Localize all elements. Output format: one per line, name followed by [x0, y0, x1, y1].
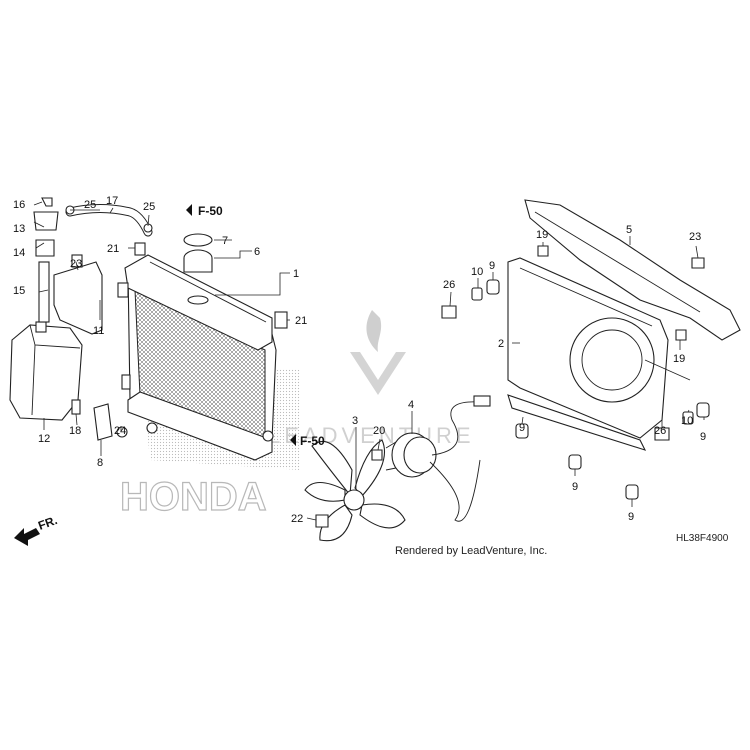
callout-25: 25 [84, 199, 96, 211]
tank-cap [33, 197, 59, 257]
callout-6: 6 [254, 246, 260, 258]
callout-21: 21 [295, 315, 307, 327]
leadventure-watermark: LEADVENTURE [268, 310, 475, 448]
small-hardware [71, 242, 288, 441]
callout-10: 10 [681, 415, 693, 427]
callout-16: 16 [13, 199, 25, 211]
callout-9: 9 [489, 260, 495, 272]
reserve-tank [9, 321, 83, 421]
leader-lines [33, 201, 705, 521]
callout-9: 9 [628, 511, 634, 523]
reference-f50-top: F-50 [198, 204, 223, 218]
callout-9: 9 [700, 431, 706, 443]
callout-3: 3 [352, 415, 358, 427]
reference-f50-bottom: F-50 [300, 434, 325, 448]
callout-7: 7 [222, 235, 228, 247]
callout-9: 9 [519, 422, 525, 434]
grommets [486, 279, 710, 500]
callout-19: 19 [673, 353, 685, 365]
callout-23: 23 [689, 231, 701, 243]
fan-shroud [507, 257, 669, 451]
callout-23: 23 [70, 258, 82, 270]
shroud-cover [524, 199, 741, 341]
upper-hose [65, 204, 153, 237]
tank-bracket [53, 261, 103, 335]
callout-10: 10 [471, 266, 483, 278]
radiator-cap [183, 233, 213, 305]
callout-2: 2 [498, 338, 504, 350]
callout-18: 18 [69, 425, 81, 437]
callout-25: 25 [143, 201, 155, 213]
bolts-and-collars [315, 245, 705, 528]
callout-1: 1 [293, 268, 299, 280]
front-direction-marker: FR. [14, 513, 59, 546]
callout-24: 24 [114, 425, 126, 437]
callout-17: 17 [106, 195, 118, 207]
callout-13: 13 [13, 223, 25, 235]
front-label: FR. [36, 513, 59, 533]
leadventure-wordmark: LEADVENTURE [268, 423, 475, 448]
diagram-code: HL38F4900 [676, 533, 729, 544]
callout-5: 5 [626, 224, 632, 236]
fan-motor [385, 395, 491, 522]
callout-11: 11 [93, 325, 104, 337]
callout-19: 19 [536, 229, 548, 241]
radiator [117, 254, 277, 461]
callout-20: 20 [373, 425, 385, 437]
callout-8: 8 [97, 457, 103, 469]
callout-4: 4 [408, 399, 414, 411]
callout-21: 21 [107, 243, 119, 255]
callout-15: 15 [13, 285, 25, 297]
callout-26: 26 [443, 279, 455, 291]
callout-12: 12 [38, 433, 50, 445]
rendered-by-credit: Rendered by LeadVenture, Inc. [395, 545, 547, 557]
arrow-icon [14, 528, 40, 546]
honda-wordmark: HONDA [120, 475, 267, 519]
cross-references: F-50 F-50 [186, 204, 325, 448]
callout-22: 22 [291, 513, 303, 525]
callout-labels: 1 2 3 4 5 6 7 8 9 9 9 9 9 10 10 11 12 13… [13, 195, 706, 525]
callout-14: 14 [13, 247, 25, 259]
callout-26: 26 [654, 425, 666, 437]
callout-9: 9 [572, 481, 578, 493]
